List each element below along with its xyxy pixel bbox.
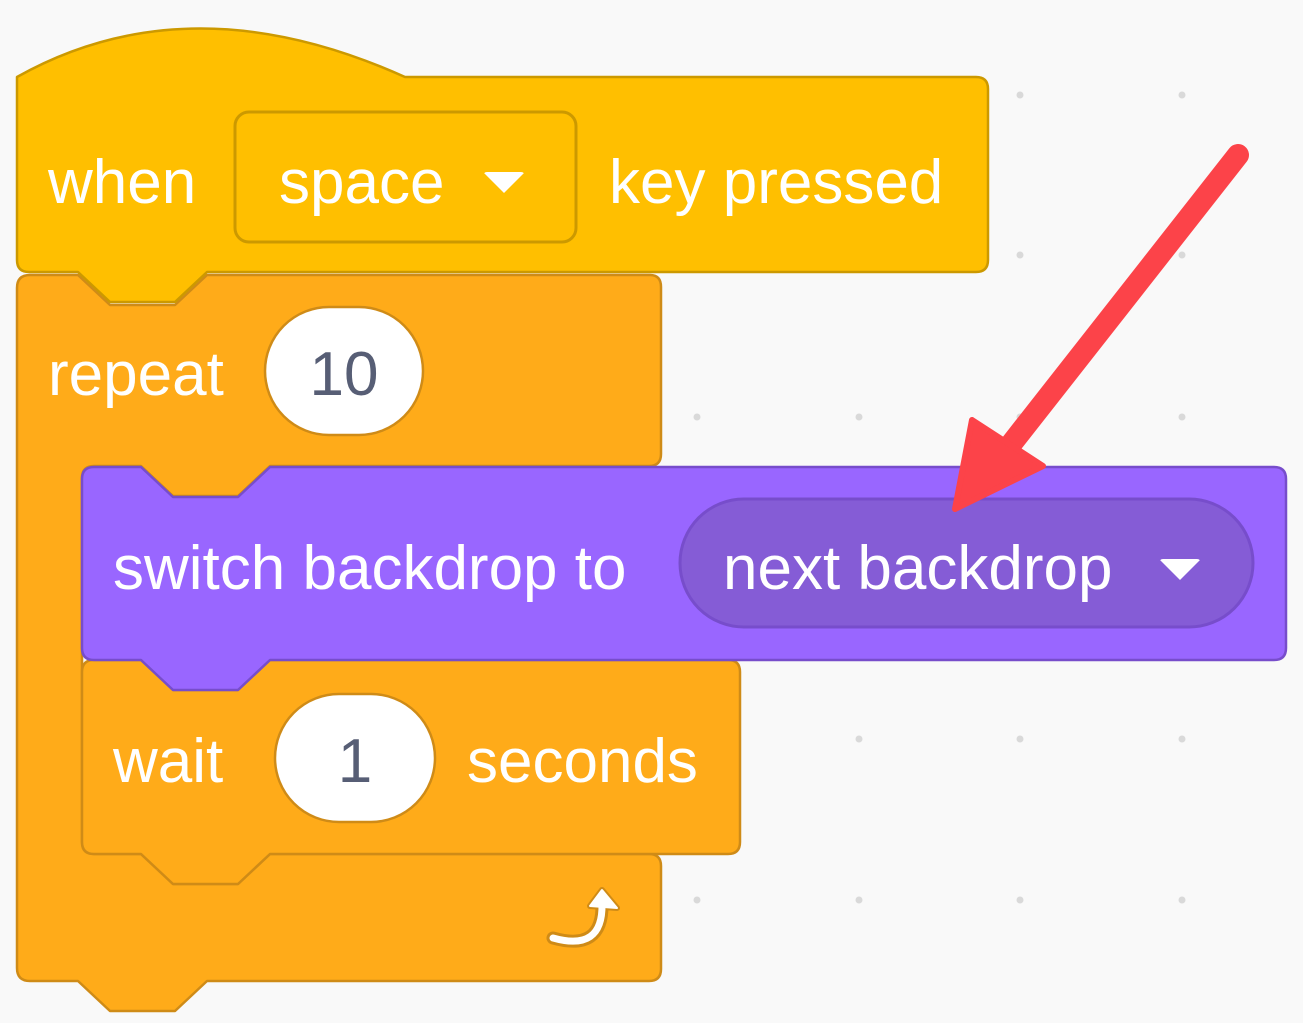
repeat-count-input[interactable] — [263, 305, 425, 437]
wait-seconds-input[interactable] — [273, 692, 437, 824]
wait-label: wait — [113, 727, 224, 796]
key-value: space — [279, 148, 445, 217]
backdrop-dropdown-chevron-down-icon — [1159, 559, 1201, 580]
switch-backdrop-label: switch backdrop to — [113, 534, 627, 603]
key-pressed-label: key pressed — [609, 148, 944, 217]
key-dropdown[interactable] — [233, 110, 578, 244]
backdrop-value: next backdrop — [723, 534, 1113, 603]
seconds-label: seconds — [467, 727, 698, 796]
key-dropdown-chevron-down-icon — [483, 172, 525, 193]
repeat-count-value: 10 — [309, 340, 379, 409]
when-label: when — [48, 148, 197, 217]
repeat-label: repeat — [48, 340, 224, 409]
annotation-arrow — [952, 144, 1249, 512]
loop-arrow-icon — [546, 887, 620, 948]
wait-seconds-value: 1 — [337, 727, 373, 796]
